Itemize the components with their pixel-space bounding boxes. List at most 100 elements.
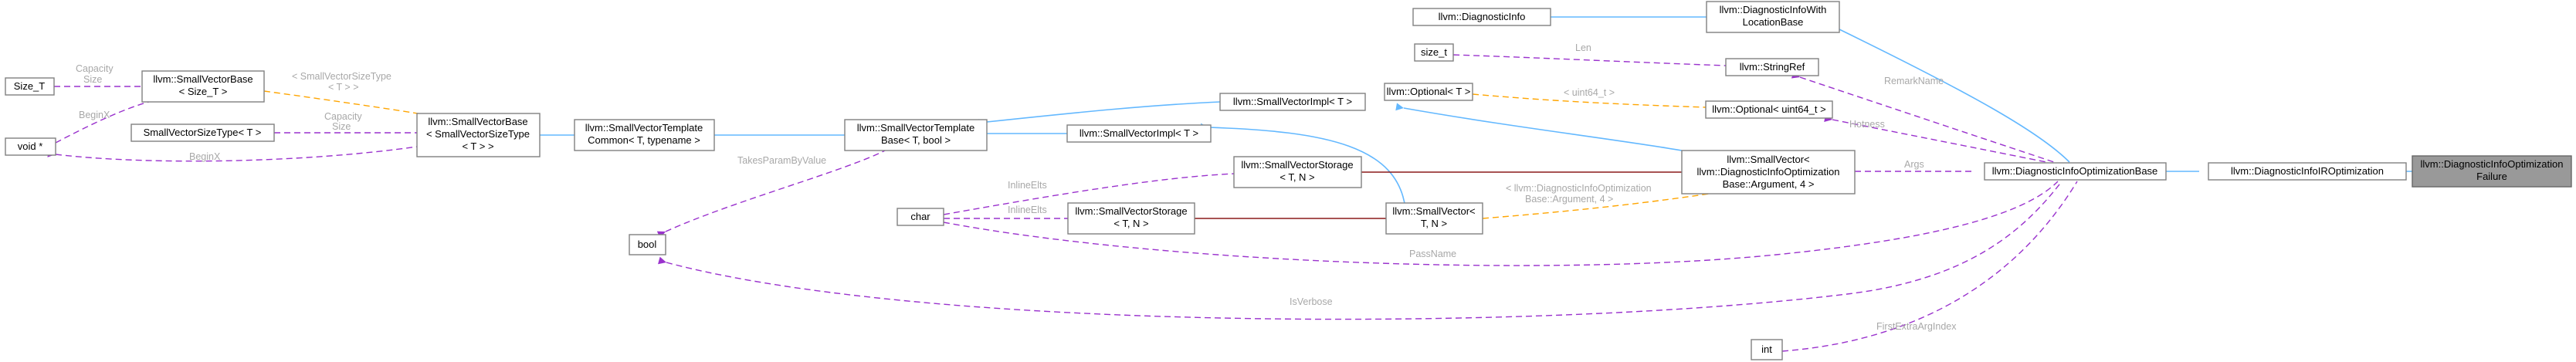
- node-label: llvm::DiagnosticInfoOptimization: [2421, 158, 2564, 170]
- edge-label-remark-name: RemarkName: [1884, 76, 1944, 86]
- node-string-ref[interactable]: llvm::StringRef: [1725, 58, 1819, 76]
- edge-use-int-firstextra: [1774, 181, 2078, 356]
- node-label: Base::Argument, 4 >: [1723, 178, 1815, 190]
- node-diagnostic-info-with-location-base[interactable]: llvm::DiagnosticInfoWith LocationBase: [1706, 1, 1840, 33]
- node-label: llvm::SmallVectorBase: [428, 116, 527, 127]
- edge-tpl-svector: [1474, 192, 1715, 223]
- node-label: void *: [18, 140, 43, 152]
- node-label: llvm::SmallVectorImpl< T >: [1080, 127, 1198, 139]
- node-int[interactable]: int: [1751, 339, 1783, 360]
- node-small-vector-tn[interactable]: llvm::SmallVector< T, N >: [1385, 202, 1483, 235]
- node-label: llvm::SmallVectorTemplate: [857, 122, 974, 134]
- edge-tpl-svbase-size: [256, 86, 433, 117]
- node-optional-t[interactable]: llvm::Optional< T >: [1384, 83, 1473, 101]
- node-diagnostic-info-optimization-base[interactable]: llvm::DiagnosticInfoOptimizationBase: [1984, 162, 2167, 181]
- edge-label-is-verbose: IsVerbose: [1290, 296, 1333, 307]
- edge-use-char-passname: [935, 181, 2059, 266]
- node-label: bool: [638, 239, 657, 250]
- node-label: size_t: [1421, 46, 1447, 58]
- edge-use-bool-isverbose: [658, 181, 2062, 320]
- edge-label-uint64: < uint64_t >: [1564, 87, 1615, 98]
- edge-use-sizet-len: [1445, 50, 1727, 66]
- node-small-vector-base-sizetype[interactable]: llvm::SmallVectorBase < SmallVectorSizeT…: [416, 113, 541, 157]
- edge-label-capacity-mid-line2: Size: [332, 121, 351, 132]
- node-bool[interactable]: bool: [629, 234, 666, 255]
- node-small-vector-storage-top[interactable]: llvm::SmallVectorStorage < T, N >: [1233, 156, 1362, 188]
- node-small-vector-storage-mid[interactable]: llvm::SmallVectorStorage < T, N >: [1067, 202, 1195, 235]
- node-small-vector-size-type[interactable]: SmallVectorSizeType< T >: [130, 123, 275, 142]
- node-label: llvm::DiagnosticInfoWith: [1720, 4, 1827, 15]
- node-small-vector-argument[interactable]: llvm::SmallVector< llvm::DiagnosticInfoO…: [1681, 150, 1856, 195]
- edge-label-first-extra-arg-index: FirstExtraArgIndex: [1876, 321, 1957, 332]
- node-label: llvm::SmallVectorBase: [153, 73, 253, 85]
- edge-label-inline-elts-mid: InlineElts: [1008, 205, 1047, 215]
- node-label: llvm::SmallVectorStorage: [1241, 159, 1353, 171]
- edge-label-inline-elts-top: InlineElts: [1008, 180, 1047, 191]
- node-label: T, N >: [1421, 218, 1447, 229]
- node-small-vector-base-size-t[interactable]: llvm::SmallVectorBase < Size_T >: [141, 70, 265, 103]
- node-small-vector-template-base[interactable]: llvm::SmallVectorTemplate Base< T, bool …: [844, 119, 988, 151]
- edge-label-capacity-top-line2: Size: [83, 74, 102, 85]
- node-label: Size_T: [14, 80, 46, 92]
- node-diagnostic-info[interactable]: llvm::DiagnosticInfo: [1412, 8, 1551, 26]
- edge-label-argument-4-line2: Base::Argument, 4 >: [1525, 194, 1613, 205]
- edge-use-char-inlineelts-top: [935, 173, 1235, 220]
- edge-label-capacity-mid-line1: Capacity: [324, 111, 362, 122]
- edge-label-size-type-tpl-line2: < T > >: [328, 82, 359, 93]
- edge-label-beginx-bottom: BeginX: [189, 151, 221, 162]
- node-char[interactable]: char: [897, 208, 944, 226]
- node-label: Base< T, bool >: [881, 134, 951, 146]
- node-label: llvm::SmallVector<: [1727, 154, 1809, 165]
- node-diagnostic-info-ir-optimization[interactable]: llvm::DiagnosticInfoIROptimization: [2208, 162, 2407, 181]
- edge-label-argument-4-line1: < llvm::DiagnosticInfoOptimization: [1506, 183, 1652, 194]
- node-void-pointer[interactable]: void *: [5, 137, 56, 156]
- node-label: < T > >: [462, 140, 493, 152]
- edge-inherit-svimpl-top-to-svarg: [1395, 103, 1683, 151]
- node-size-t[interactable]: size_t: [1414, 43, 1454, 62]
- edge-label-len: Len: [1575, 42, 1591, 53]
- node-label: < T, N >: [1280, 171, 1314, 183]
- node-label: llvm::SmallVector<: [1392, 205, 1475, 217]
- node-label: int: [1761, 343, 1772, 355]
- node-label: llvm::Optional< uint64_t >: [1712, 103, 1825, 115]
- edge-label-capacity-top-line1: Capacity: [76, 63, 114, 74]
- node-label: llvm::SmallVectorStorage: [1075, 205, 1187, 217]
- node-small-vector-template-common[interactable]: llvm::SmallVectorTemplate Common< T, typ…: [574, 119, 715, 151]
- node-label: llvm::SmallVectorImpl< T >: [1233, 96, 1352, 107]
- node-label: char: [910, 211, 930, 222]
- node-label: Common< T, typename >: [588, 134, 700, 146]
- node-label: llvm::DiagnosticInfoIROptimization: [2231, 165, 2384, 177]
- edge-label-pass-name: PassName: [1409, 249, 1456, 259]
- edge-use-voidptr-beginx-bottom: [47, 146, 418, 162]
- node-size-t-upper[interactable]: Size_T: [5, 77, 55, 96]
- node-diagnostic-info-optimization-failure[interactable]: llvm::DiagnosticInfoOptimization Failure: [2412, 155, 2572, 188]
- edge-use-voidptr-beginx-top: [46, 100, 155, 151]
- node-label: llvm::DiagnosticInfoOptimizationBase: [1992, 165, 2158, 177]
- node-label: SmallVectorSizeType< T >: [144, 127, 262, 138]
- edge-inherit-svimpl-mid-to-svtn: [1200, 123, 1406, 209]
- edge-label-takes-param-by-value: TakesParamByValue: [737, 155, 826, 166]
- node-optional-uint64[interactable]: llvm::Optional< uint64_t >: [1705, 100, 1833, 119]
- node-small-vector-impl-mid[interactable]: llvm::SmallVectorImpl< T >: [1066, 124, 1212, 143]
- node-label: llvm::DiagnosticInfo: [1439, 11, 1526, 22]
- node-label: llvm::Optional< T >: [1387, 86, 1471, 97]
- edge-use-optional-hotness: [1824, 114, 2047, 163]
- node-label: < T, N >: [1113, 218, 1148, 229]
- node-label: llvm::DiagnosticInfoOptimization: [1697, 166, 1840, 178]
- node-label: < Size_T >: [179, 86, 228, 97]
- edge-label-size-type-tpl-line1: < SmallVectorSizeType: [292, 71, 391, 82]
- edge-tpl-optional: [1464, 90, 1730, 109]
- edge-label-args: Args: [1904, 159, 1924, 170]
- node-label: LocationBase: [1743, 16, 1804, 28]
- node-small-vector-impl-top[interactable]: llvm::SmallVectorImpl< T >: [1219, 93, 1366, 111]
- edge-label-beginx-top: BeginX: [79, 110, 110, 120]
- edge-inherit-withlocation-to-optbase: [1830, 22, 2070, 163]
- edge-inherit-svtplbase-to-svimpl-top: [978, 101, 1221, 127]
- edge-label-hotness: Hotness: [1849, 119, 1885, 130]
- node-label: < SmallVectorSizeType: [426, 128, 530, 140]
- node-label: Failure: [2476, 171, 2507, 182]
- node-label: llvm::StringRef: [1740, 61, 1805, 73]
- edge-use-bool-takesparam: [656, 148, 889, 239]
- edge-use-stringref-remarkname: [1791, 71, 2055, 163]
